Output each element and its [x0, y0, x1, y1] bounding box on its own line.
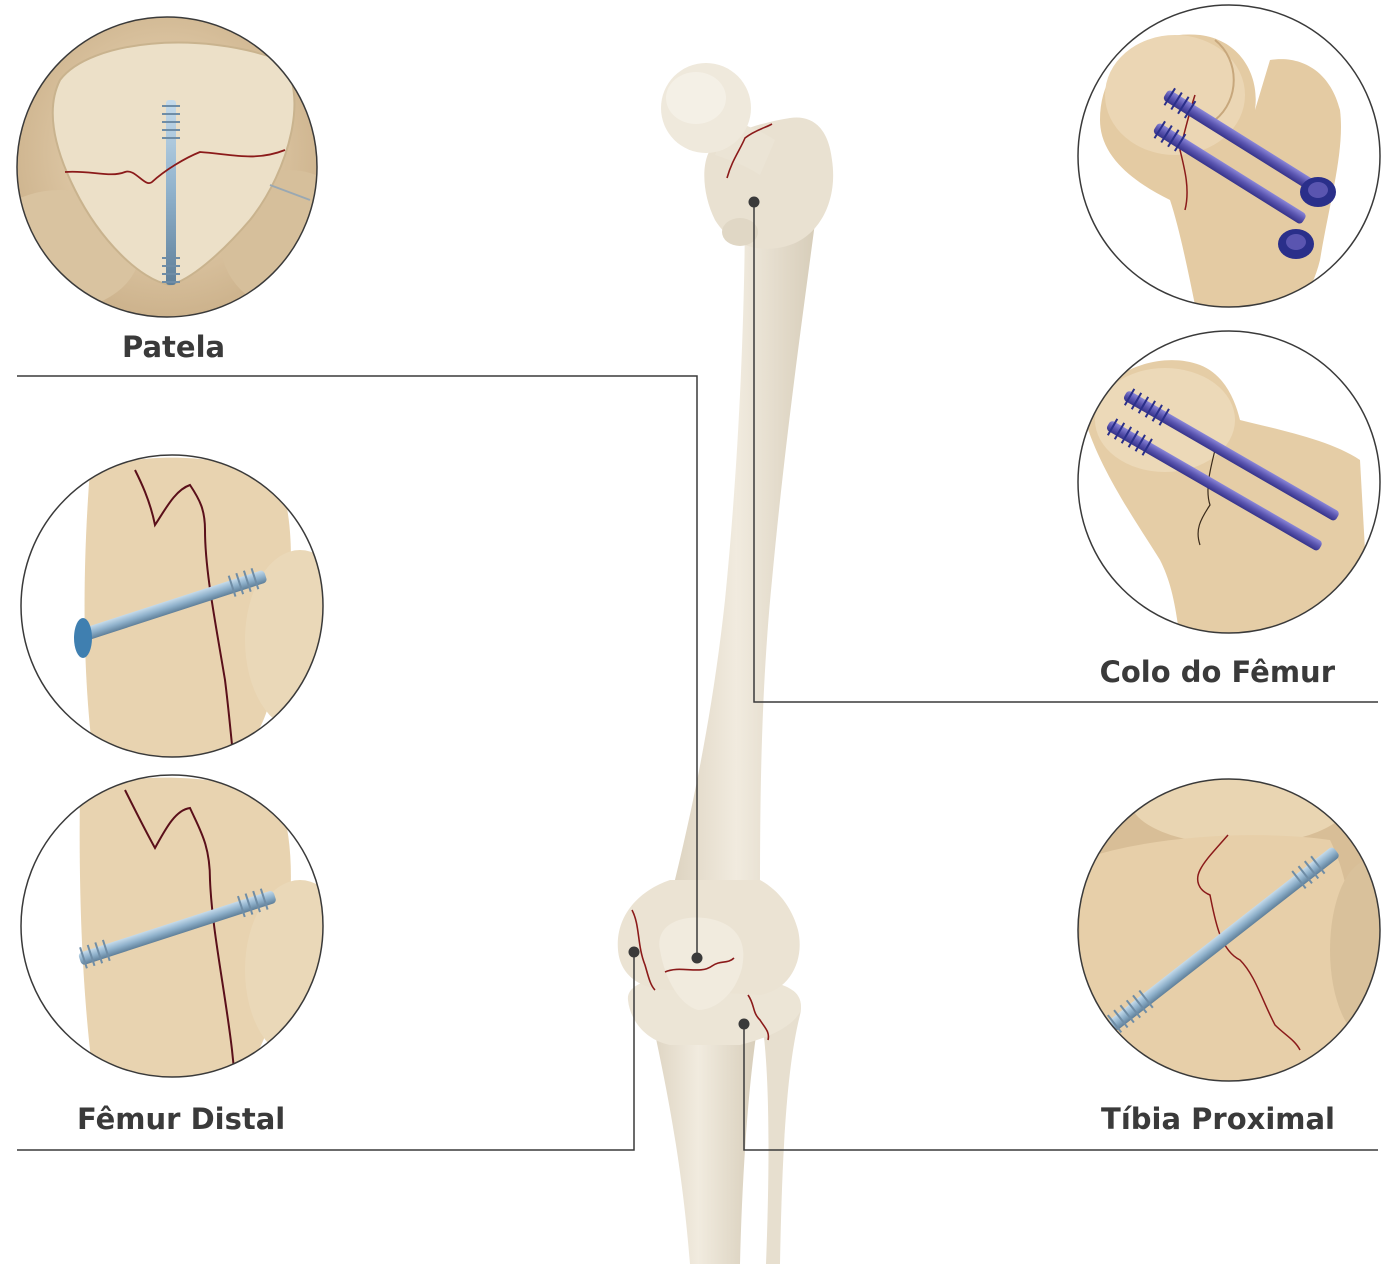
leader-dot-patela	[692, 953, 703, 964]
leader-dot-colo-do-femur	[749, 197, 760, 208]
proximal-tibia-screw-icon	[1078, 755, 1389, 1090]
femoral-neck-screw-icon-2	[1078, 331, 1380, 640]
distal-femur-screw-icon-2	[21, 775, 355, 1095]
label-patela: Patela	[122, 333, 225, 362]
femoral-neck-screw-icon	[1078, 5, 1380, 330]
bone-illustration	[618, 63, 833, 1264]
leader-dot-tibia-proximal	[739, 1019, 750, 1030]
label-colo-do-femur: Colo do Fêmur	[1100, 658, 1335, 687]
distal-femur-screw-icon	[21, 455, 355, 770]
leader-dot-femur-distal	[629, 947, 640, 958]
label-tibia-proximal: Tíbia Proximal	[1101, 1105, 1335, 1134]
label-femur-distal: Fêmur Distal	[77, 1105, 285, 1134]
patella-screw-icon	[0, 15, 360, 319]
